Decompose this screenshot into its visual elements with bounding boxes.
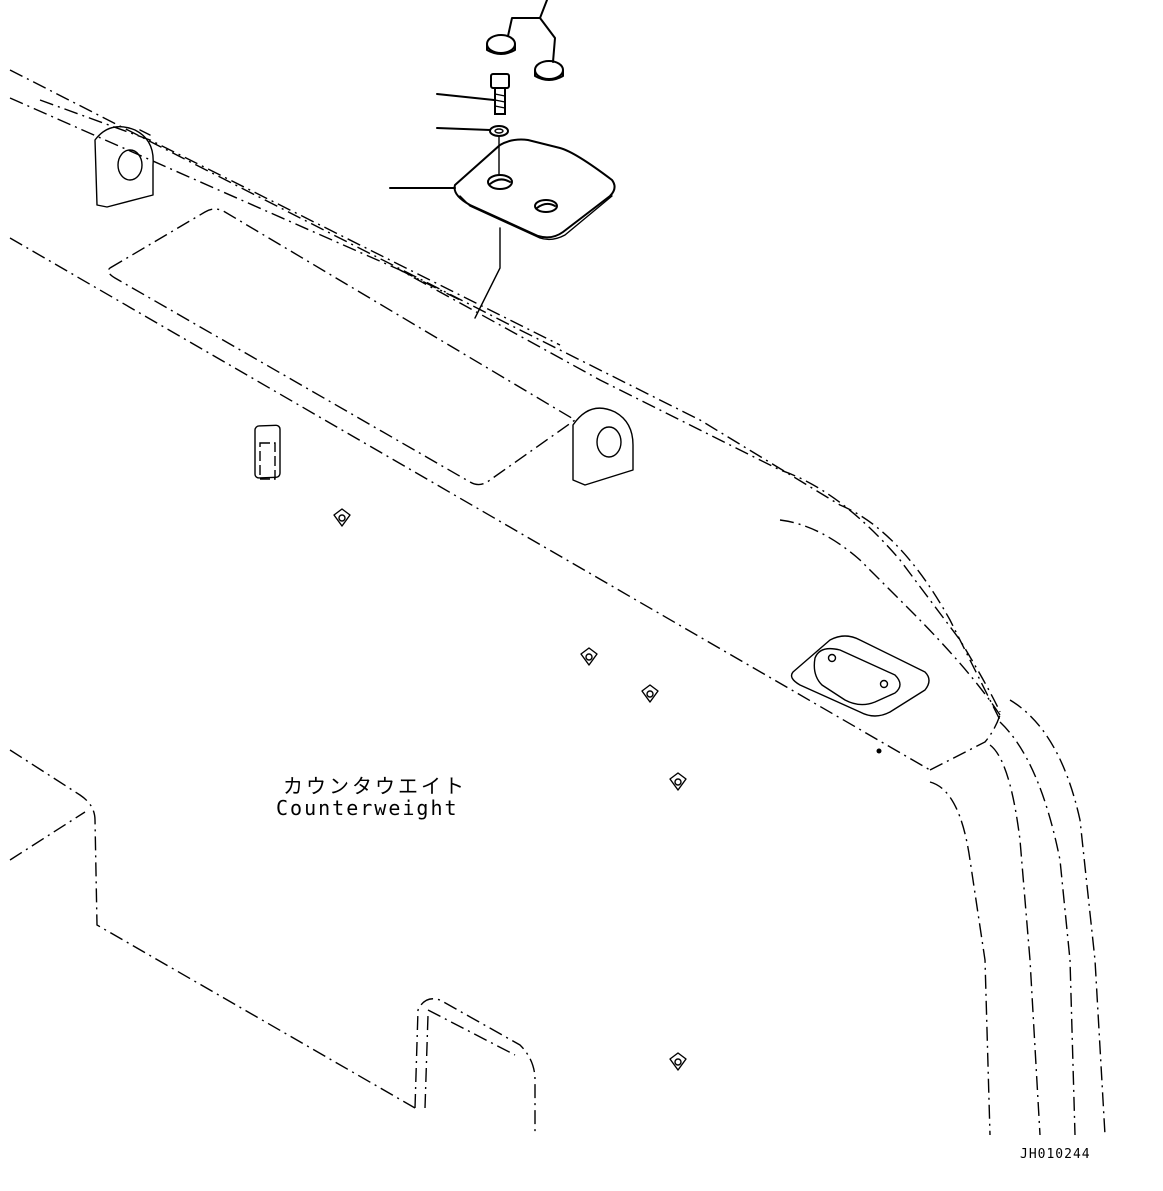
counterweight-cover-pad [790, 635, 930, 754]
counterweight-label-japanese: カウンタウエイト [283, 774, 467, 798]
counterweight-top-rail [9, 69, 1001, 771]
bolt-part [490, 73, 510, 115]
washer-part [489, 125, 509, 137]
surface-fastener-marks [333, 508, 687, 1071]
cap-parts [486, 34, 564, 81]
cover-plate-part [453, 138, 616, 241]
drawing-number: JH010244 [1020, 1147, 1091, 1162]
leader-lines [389, 0, 556, 319]
lifting-lug-left [94, 126, 154, 208]
square-slot [254, 424, 281, 480]
counterweight-lower-body [9, 749, 536, 1135]
top-recess-panel [107, 208, 577, 486]
counterweight-right-contour [929, 699, 1106, 1136]
lifting-lug-right [572, 407, 634, 486]
counterweight-label-english: Counterweight [276, 796, 459, 820]
